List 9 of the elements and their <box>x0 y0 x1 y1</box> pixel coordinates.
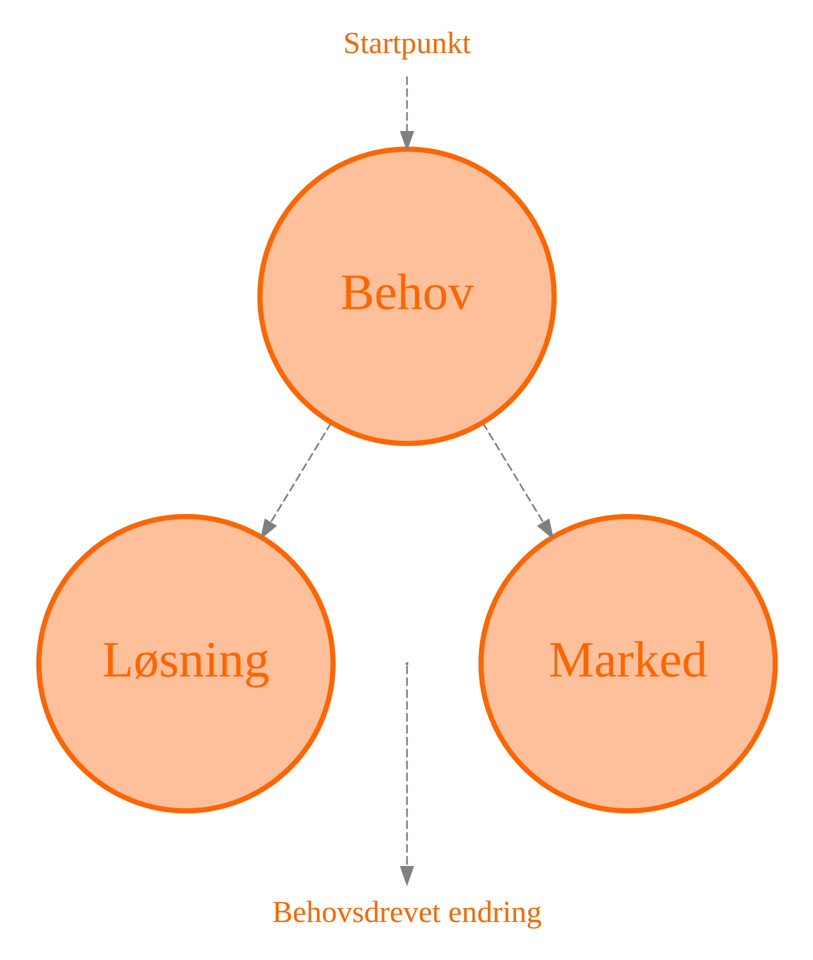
arrow <box>482 422 554 540</box>
node-circle: Løsning <box>36 514 336 814</box>
node-text: Startpunkt <box>342 26 470 60</box>
arrow <box>260 422 332 540</box>
node-circle: Marked <box>478 514 778 814</box>
node-text: Behovsdrevet endring <box>272 895 542 930</box>
node-circle: Behov <box>256 146 556 446</box>
arrow <box>399 76 414 152</box>
arrow <box>399 666 414 886</box>
